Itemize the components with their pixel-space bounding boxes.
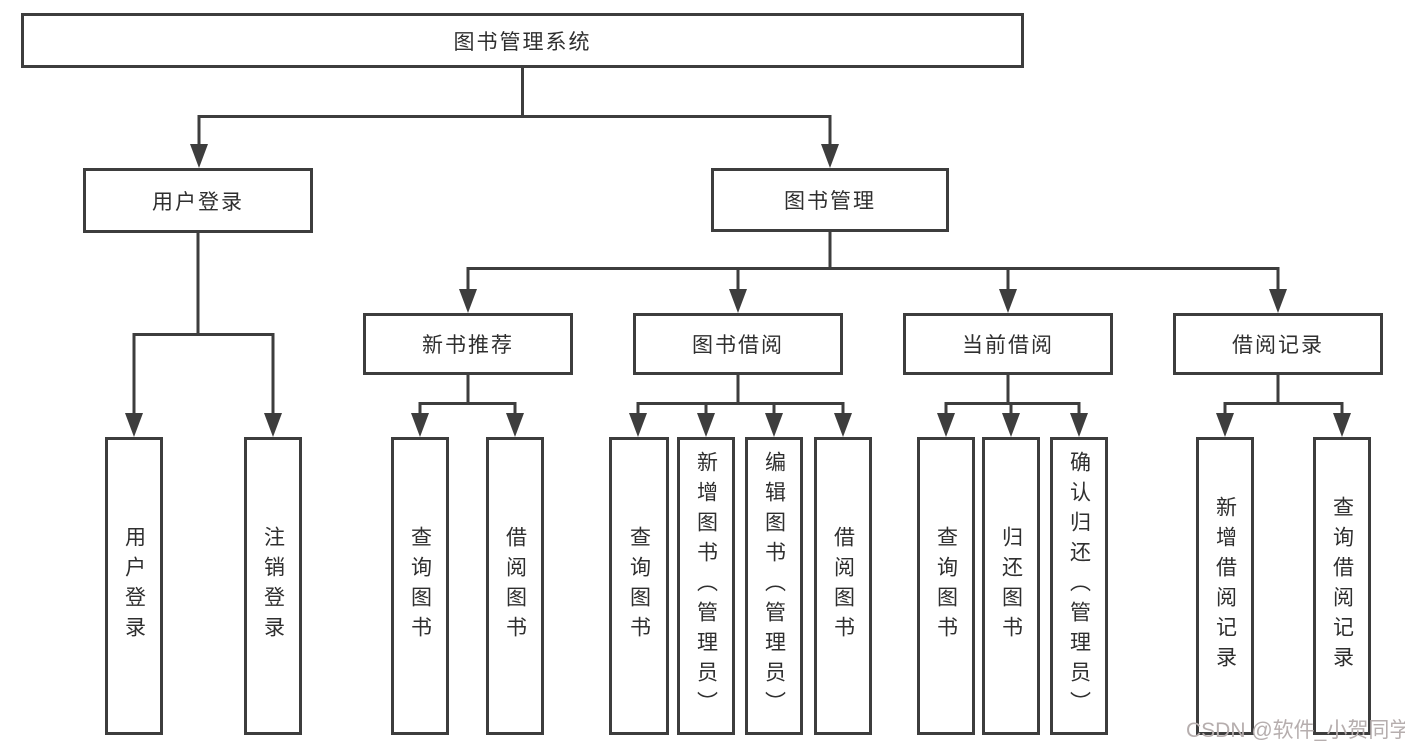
- leaf-add-borrow-record: 新增借阅记录: [1196, 437, 1254, 735]
- node-root-system: 图书管理系统: [21, 13, 1024, 68]
- leaf-query-book-3: 查询图书: [917, 437, 975, 735]
- leaf-logout: 注销登录: [244, 437, 302, 735]
- leaf-add-borrow-record-label: 新增借阅记录: [1213, 496, 1237, 676]
- node-root-system-label: 图书管理系统: [453, 30, 592, 54]
- leaf-borrow-book-2-label: 借阅图书: [831, 526, 855, 646]
- leaf-add-book-admin-label: 新增图书（管理员）: [694, 451, 718, 721]
- leaf-borrow-book-1: 借阅图书: [486, 437, 544, 735]
- leaf-query-book-2-label: 查询图书: [627, 526, 651, 646]
- leaf-return-book-label: 归还图书: [999, 526, 1023, 646]
- node-user-login: 用户登录: [83, 168, 313, 233]
- leaf-edit-book-admin-label: 编辑图书（管理员）: [762, 451, 786, 721]
- node-new-book-recommend: 新书推荐: [363, 313, 573, 375]
- leaf-borrow-book-1-label: 借阅图书: [503, 526, 527, 646]
- node-current-borrow: 当前借阅: [903, 313, 1113, 375]
- node-current-borrow-label: 当前借阅: [962, 334, 1054, 357]
- leaf-user-login: 用户登录: [105, 437, 163, 735]
- leaf-query-borrow-record: 查询借阅记录: [1313, 437, 1371, 735]
- leaf-query-book-3-label: 查询图书: [934, 526, 958, 646]
- leaf-user-login-label: 用户登录: [122, 526, 146, 646]
- leaf-confirm-return-admin-label: 确认归还（管理员）: [1067, 451, 1091, 721]
- node-borrow-record: 借阅记录: [1173, 313, 1383, 375]
- csdn-watermark: CSDN @软件_小贺同学: [1186, 719, 1405, 742]
- leaf-add-book-admin: 新增图书（管理员）: [677, 437, 735, 735]
- leaf-query-book-2: 查询图书: [609, 437, 669, 735]
- leaf-query-book-1-label: 查询图书: [408, 526, 432, 646]
- node-new-book-recommend-label: 新书推荐: [422, 334, 514, 357]
- node-book-borrow: 图书借阅: [633, 313, 843, 375]
- node-book-management: 图书管理: [711, 168, 949, 232]
- node-borrow-record-label: 借阅记录: [1232, 334, 1324, 357]
- leaf-return-book: 归还图书: [982, 437, 1040, 735]
- leaf-borrow-book-2: 借阅图书: [814, 437, 872, 735]
- leaf-edit-book-admin: 编辑图书（管理员）: [745, 437, 803, 735]
- leaf-query-book-1: 查询图书: [391, 437, 449, 735]
- leaf-query-borrow-record-label: 查询借阅记录: [1330, 496, 1354, 676]
- node-user-login-label: 用户登录: [152, 190, 244, 214]
- leaf-logout-label: 注销登录: [261, 526, 285, 646]
- node-book-management-label: 图书管理: [784, 190, 876, 213]
- leaf-confirm-return-admin: 确认归还（管理员）: [1050, 437, 1108, 735]
- node-book-borrow-label: 图书借阅: [692, 334, 784, 357]
